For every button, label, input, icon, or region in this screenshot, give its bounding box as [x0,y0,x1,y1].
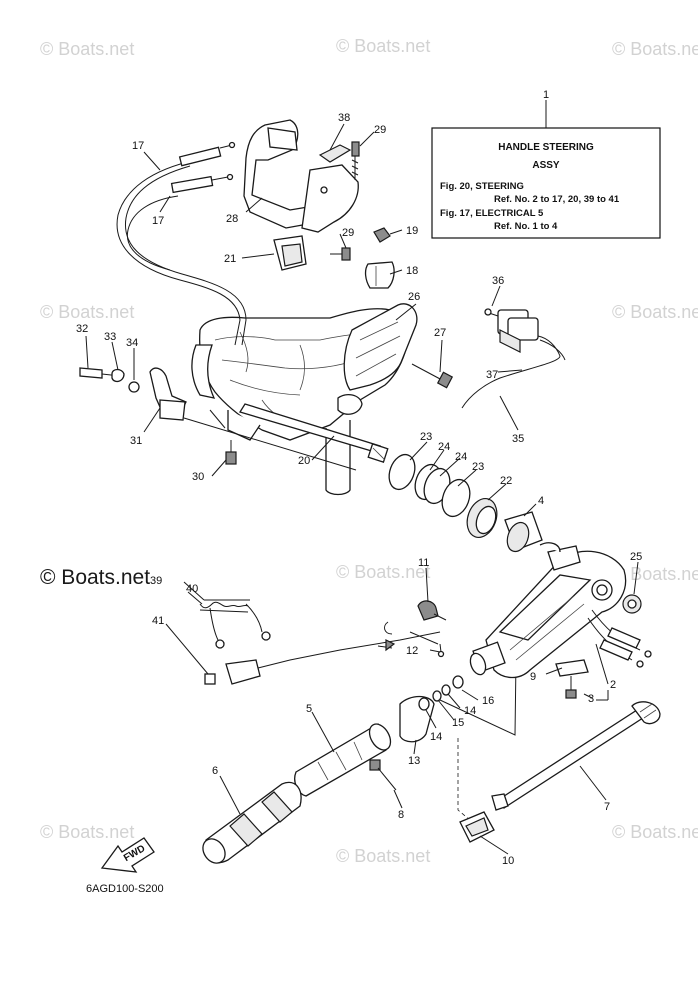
callout-20: 20 [298,455,310,467]
screws-29 [330,141,360,261]
watermark: © Boats.net [612,822,698,842]
steering-shaft [238,403,389,463]
watermark: © Boats.net [336,846,430,866]
callout-28: 28 [226,213,238,225]
bracket-10 [459,811,495,843]
watermarks: © Boats.net © Boats.net © Boats.net © Bo… [40,36,698,866]
washers [399,675,464,743]
ref-box-fig2-ref: Ref. No. 1 to 4 [494,221,558,232]
watermark: © Boats.net [612,564,698,584]
screw-8 [369,759,397,791]
callout-29: 29 [342,227,354,239]
watermark: © Boats.net [40,822,134,842]
callout-39: 39 [150,575,162,587]
callout-40: 40 [186,583,198,595]
callout-10: 10 [502,855,514,867]
cable-bracket [243,119,359,233]
friction-adjuster [417,600,447,658]
callout-14: 14 [430,731,442,743]
diagram-code: 6AGD100-S200 [86,883,164,895]
callout-17: 17 [152,215,164,227]
callout-2: 2 [610,679,616,691]
ref-box-fig1-ref: Ref. No. 2 to 17, 20, 39 to 41 [494,194,620,205]
ref-box-title-2: ASSY [532,160,560,171]
steering-link-shaft [491,701,661,811]
callout-24: 24 [438,441,450,453]
callout-19: 19 [406,225,418,237]
callout-15: 15 [452,717,464,729]
stop-lanyard [199,599,441,685]
callout-17: 17 [132,140,144,152]
callout-5: 5 [306,703,312,715]
clips [364,227,395,289]
throttle-cables [116,141,247,346]
callout-14: 14 [464,705,476,717]
leader-lines [85,123,639,855]
watermark-large: © Boats.net [40,566,150,589]
assembly-boundaries [183,409,517,821]
callout-6: 6 [212,765,218,777]
screw-30 [225,440,237,465]
grip-6 [202,781,302,864]
reference-box: HANDLE STEERING ASSY Fig. 20, STEERING R… [431,100,661,239]
callout-25: 25 [630,551,642,563]
callout-38: 38 [338,112,350,124]
callout-26: 26 [408,291,420,303]
callout-23: 23 [420,431,432,443]
callout-numbers: 1 17 17 38 29 28 29 19 21 18 36 26 27 32… [76,89,642,867]
callout-29: 29 [374,124,386,136]
ref-box-fig1: Fig. 20, STEERING [440,181,524,192]
callout-4: 4 [538,495,544,507]
callout-16: 16 [482,695,494,707]
callout-31: 31 [130,435,142,447]
callout-18: 18 [406,265,418,277]
bushings-seals [388,453,543,553]
callout-34: 34 [126,337,138,349]
plate-and-bolt [555,659,589,699]
clamp-21 [273,235,307,271]
callout-23: 23 [472,461,484,473]
watermark: © Boats.net [336,36,430,56]
throttle-grip-core [294,723,392,797]
callout-30: 30 [192,471,204,483]
callout-27: 27 [434,327,446,339]
callout-36: 36 [492,275,504,287]
watermark: © Boats.net [40,302,134,322]
callout-22: 22 [500,475,512,487]
callout-13: 13 [408,755,420,767]
callout-35: 35 [512,433,524,445]
bolt-27 [411,363,454,389]
callout-12: 12 [406,645,418,657]
watermark: © Boats.net [336,562,430,582]
callout-37: 37 [486,369,498,381]
callout-9: 9 [530,671,536,683]
callout-7: 7 [604,801,610,813]
ref-box-fig2: Fig. 17, ELECTRICAL 5 [440,208,544,219]
callout-21: 21 [224,253,236,265]
callout-3: 3 [588,693,594,705]
grip-parts-left [79,367,187,421]
stop-switch [461,308,566,409]
watermark: © Boats.net [612,39,698,59]
callout-11: 11 [418,557,429,569]
fwd-arrow-icon: FWD [100,837,155,873]
callout-1: 1 [543,89,549,101]
callout-24: 24 [455,451,467,463]
ref-box-title: HANDLE STEERING [498,142,594,153]
callout-32: 32 [76,323,88,335]
tiller-bracket [469,542,652,679]
callout-8: 8 [398,809,404,821]
callout-41: 41 [152,615,164,627]
callout-33: 33 [104,331,116,343]
watermark: © Boats.net [40,39,134,59]
watermark: © Boats.net [612,302,698,322]
